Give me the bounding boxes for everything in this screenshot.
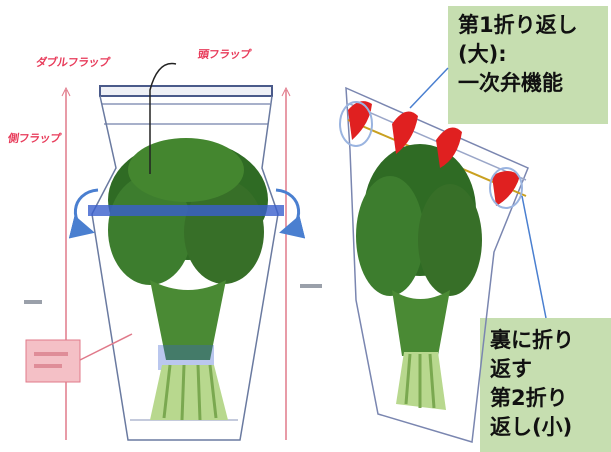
pink-note-box (25, 339, 81, 383)
bag-top-edge (99, 85, 273, 97)
connector-top (409, 67, 449, 109)
bag-outline (91, 95, 279, 441)
left-bag-diagram (24, 62, 322, 441)
callout-second-fold: 裏に折り 返す 第2折り 返し(小) (480, 318, 611, 452)
callout-first-fold: 第1折り返し (大): 一次弁機能 (448, 6, 608, 124)
red-flaps (339, 101, 523, 209)
spinach-left (108, 138, 268, 421)
spinach-right (356, 144, 482, 410)
connector-bottom (521, 195, 547, 319)
closure-band-left (88, 205, 284, 216)
right-bag-diagram (339, 67, 547, 443)
